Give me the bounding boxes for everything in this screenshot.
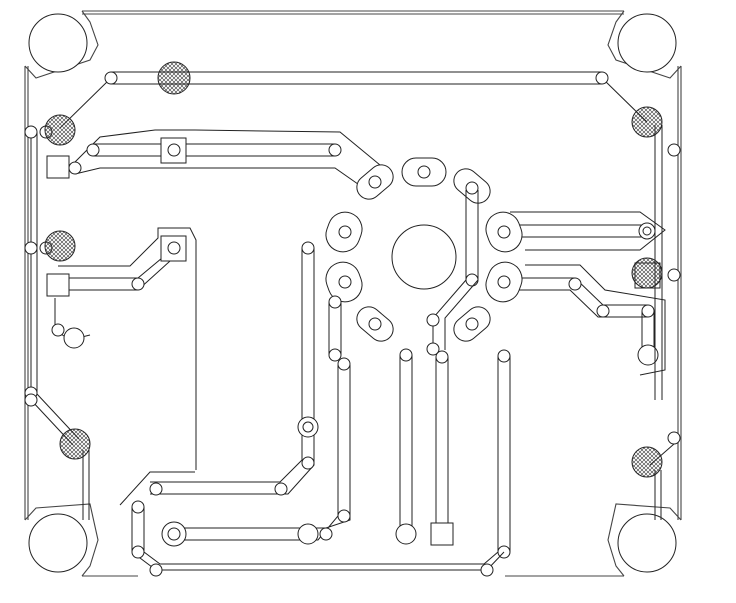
mounting-hole-top-left <box>28 13 88 73</box>
trace-left-edge <box>24 125 90 520</box>
mounting-hole-bottom-right <box>617 513 677 573</box>
mounting-hole-top-right <box>617 13 677 73</box>
center-hole <box>391 224 457 290</box>
trace-left-upper <box>46 129 381 197</box>
trace-center-vertical <box>395 190 511 559</box>
mounting-holes <box>28 13 677 573</box>
trace-top-bus <box>59 71 648 129</box>
hatched-vias <box>44 61 663 478</box>
mounting-hole-bottom-left <box>28 513 88 573</box>
trace-bottom-loop <box>119 471 505 577</box>
trace-right-upper <box>501 211 666 251</box>
board-outline <box>24 10 682 577</box>
trace-left-middle <box>46 227 197 470</box>
trace-center-left <box>149 241 351 547</box>
center-connector-pads <box>325 157 523 342</box>
